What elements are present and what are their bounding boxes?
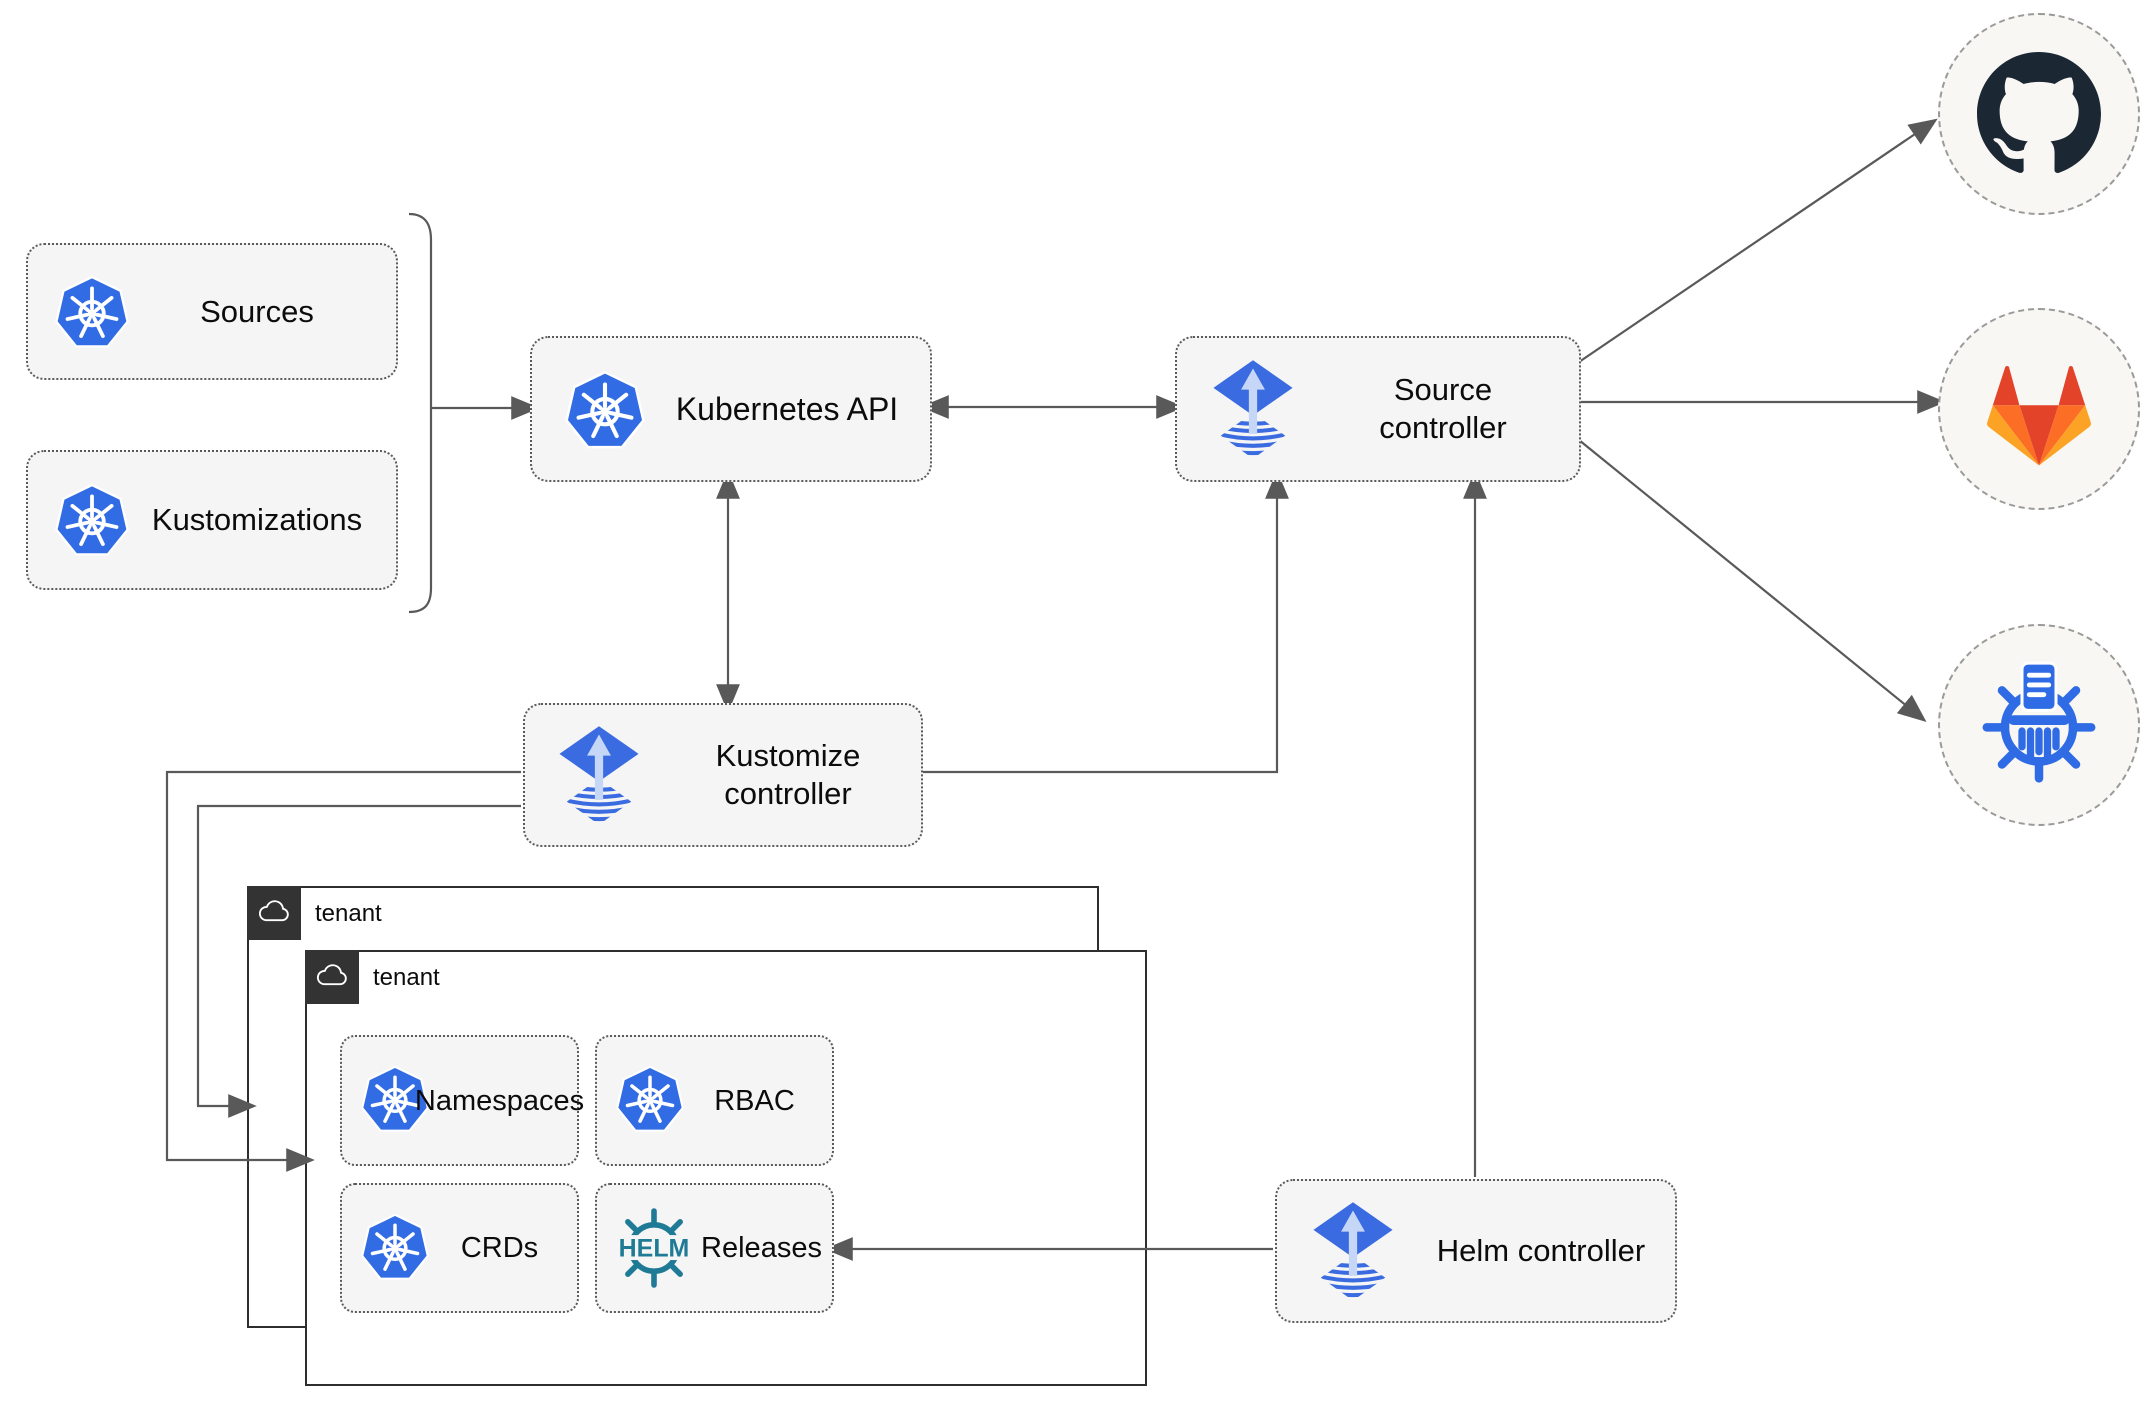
edge-source-to-github [1578, 118, 1938, 363]
kustomizations-label: Kustomizations [151, 502, 363, 537]
namespaces-label: Namespaces [414, 1084, 585, 1117]
releases-node: HELM Releases [595, 1183, 834, 1313]
cloud-icon [254, 893, 294, 933]
tenant-back-tab [247, 886, 301, 940]
source-controller-node: Source controller [1175, 336, 1581, 482]
flux-icon [1307, 1202, 1399, 1300]
tenant-front-tab [305, 950, 359, 1004]
namespaces-node: Namespaces [340, 1035, 585, 1166]
edge-kustomize-to-source [921, 470, 1289, 774]
kubernetes-icon [564, 366, 646, 454]
helm-icon: HELM [611, 1205, 697, 1291]
helm-logo-text: HELM [619, 1235, 690, 1263]
kubernetes-api-label: Kubernetes API [675, 391, 899, 427]
sources-node: Sources [26, 243, 398, 380]
crds-node: CRDs [340, 1183, 579, 1313]
crds-label: CRDs [460, 1232, 539, 1264]
flux-icon [553, 726, 645, 824]
sources-label: Sources [200, 293, 314, 329]
rbac-node: RBAC [595, 1035, 834, 1166]
cloud-icon [312, 957, 352, 997]
source-controller-label: Source controller [1379, 372, 1507, 445]
kubernetes-icon [54, 479, 130, 561]
tenant-box-front: tenant [305, 950, 1147, 1386]
kustomize-controller-node: Kustomize controller [523, 703, 923, 847]
flux-icon [1207, 360, 1299, 458]
kubernetes-icon [360, 1209, 430, 1285]
releases-label: Releases [701, 1232, 822, 1264]
tenant-back-label: tenant [315, 900, 382, 927]
helm-controller-node: Helm controller [1275, 1179, 1677, 1323]
gitlab-icon [1976, 350, 2102, 468]
kubernetes-icon [54, 271, 130, 353]
github-icon [1977, 52, 2101, 176]
edge-source-to-bucket [1578, 439, 1927, 723]
kubernetes-api-node: Kubernetes API [530, 336, 932, 482]
kustomize-controller-label: Kustomize controller [715, 738, 861, 811]
bracket-sources-group [408, 212, 433, 614]
bucket-endpoint [1938, 624, 2140, 826]
rbac-label: RBAC [714, 1084, 795, 1117]
tenant-front-label: tenant [373, 964, 440, 991]
kustomizations-node: Kustomizations [26, 450, 398, 590]
kubernetes-icon [615, 1061, 685, 1137]
kustomize-wheel-icon [1976, 657, 2102, 793]
github-endpoint [1938, 13, 2140, 215]
helm-controller-label: Helm controller [1436, 1233, 1646, 1268]
gitlab-endpoint [1938, 308, 2140, 510]
